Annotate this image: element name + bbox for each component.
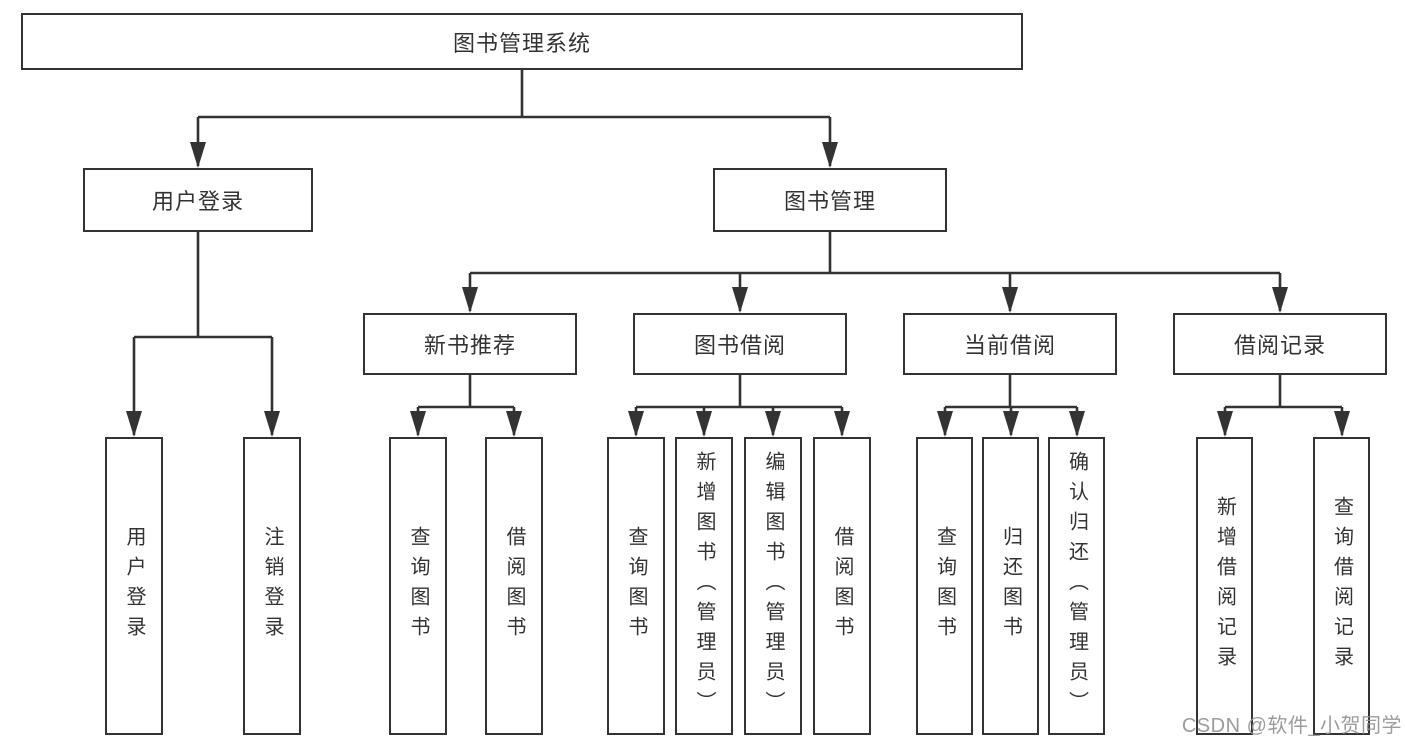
edge-new-book-recommend-split — [416, 375, 516, 435]
arrow-down-icon — [765, 411, 781, 437]
leaf-add-borrow-record: 新增借阅记录 — [1196, 437, 1253, 735]
arrow-down-icon — [834, 411, 850, 437]
node-user-login: 用户登录 — [83, 168, 313, 232]
node-new-book-recommend: 新书推荐 — [363, 313, 577, 375]
leaf-borrow-query-books: 查询图书 — [607, 437, 665, 735]
leaf-current-query-books: 查询图书 — [916, 437, 973, 735]
leaf-query-borrow-record: 查询借阅记录 — [1313, 437, 1370, 735]
arrow-down-icon — [126, 411, 142, 437]
csdn-watermark: CSDN @软件_小贺同学 — [1181, 715, 1402, 737]
node-root-library-system: 图书管理系统 — [21, 13, 1023, 70]
node-book-management: 图书管理 — [713, 168, 947, 232]
edge-user-login-split — [132, 232, 274, 435]
leaf-add-books-admin: 新增图书（管理员） — [675, 437, 733, 735]
edge-current-borrow-split — [943, 375, 1079, 435]
node-current-borrow: 当前借阅 — [903, 313, 1117, 375]
leaf-edit-books-admin: 编辑图书（管理员） — [744, 437, 802, 735]
arrow-down-icon — [506, 411, 522, 437]
node-borrow-records: 借阅记录 — [1173, 313, 1387, 375]
leaf-logout: 注销登录 — [243, 437, 301, 735]
arrow-down-icon — [264, 411, 280, 437]
leaf-borrow-books: 借阅图书 — [813, 437, 871, 735]
leaf-recommend-query-books: 查询图书 — [389, 437, 447, 735]
arrow-down-icon — [410, 411, 426, 437]
arrow-down-icon — [1334, 411, 1350, 437]
leaf-recommend-borrow-books: 借阅图书 — [485, 437, 543, 735]
arrow-down-icon — [1069, 411, 1085, 437]
edge-book-borrow-split — [634, 375, 844, 435]
leaf-confirm-return-admin: 确认归还（管理员） — [1048, 437, 1105, 735]
arrow-down-icon — [1002, 287, 1018, 313]
node-book-borrow: 图书借阅 — [633, 313, 847, 375]
arrow-down-icon — [822, 142, 838, 168]
arrow-down-icon — [190, 142, 206, 168]
arrow-down-icon — [1217, 411, 1233, 437]
arrow-down-icon — [628, 411, 644, 437]
leaf-return-books: 归还图书 — [982, 437, 1039, 735]
arrow-down-icon — [462, 287, 478, 313]
arrow-down-icon — [696, 411, 712, 437]
edge-borrow-records-split — [1223, 375, 1344, 435]
arrow-down-icon — [1272, 287, 1288, 313]
arrow-down-icon — [937, 411, 953, 437]
arrow-down-icon — [1003, 411, 1019, 437]
edge-root-split — [196, 70, 832, 166]
edge-book-management-split — [468, 232, 1282, 311]
leaf-user-login: 用户登录 — [105, 437, 163, 735]
edges — [132, 70, 1344, 435]
arrow-down-icon — [732, 287, 748, 313]
